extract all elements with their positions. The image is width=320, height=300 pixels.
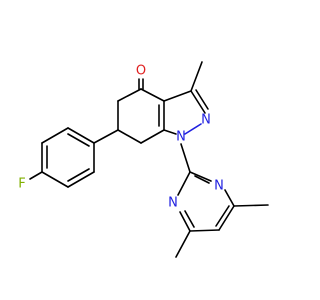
bond-c6-n1p-double (184, 210, 195, 228)
bond-n2-n1 (184, 123, 202, 135)
bond-n1-pyrimidine (180, 143, 191, 173)
bond-ar6-ar1 (67, 127, 95, 144)
bond-c2-n3-double (194, 175, 210, 184)
bond-pyrimidine-methyl-right (233, 204, 269, 207)
bond-c4-c5 (117, 88, 142, 102)
bond-c4-c5p-double (215, 205, 230, 227)
bond-c4-c4a (140, 88, 165, 102)
bond-pyrimidine-methyl-left (175, 230, 191, 258)
bond-c3-n2 (190, 90, 206, 114)
pyrazole-n2-atom: N (201, 113, 211, 128)
bond-n3-c4 (224, 189, 235, 207)
pyrazole-ring: N N (163, 89, 211, 145)
bond-c7-c7a (140, 129, 165, 144)
carbonyl-group: O (136, 64, 146, 90)
structure-canvas: O N N N N (18, 61, 269, 258)
bond-ar4-f (29, 171, 43, 180)
bond-c3-n2-double (195, 89, 209, 110)
bond-c6-c7 (117, 129, 142, 144)
bond-c2-n3 (189, 171, 212, 182)
bond-n1-c7a (163, 129, 177, 135)
bond-c4a-c3 (163, 90, 192, 102)
pyrimidine-ring: N N (168, 171, 235, 232)
bond-n1p-c2 (177, 171, 191, 196)
bond-c3-methyl (190, 61, 203, 92)
bond-c4-c5p (218, 205, 235, 231)
pyrimidine-n3-atom: N (214, 179, 224, 194)
bond-ar2-ar3-inner (67, 168, 90, 182)
molecule-drawing: O N N N N (18, 61, 269, 258)
bond-ar3-ar4 (41, 171, 69, 188)
bond-ar5-ar6 (41, 127, 69, 144)
bond-c5p-c6 (189, 229, 220, 232)
fluorophenyl-ring (41, 127, 95, 188)
fluoro-substituent: F (18, 171, 43, 192)
bond-c6-aryl (93, 129, 119, 144)
oxygen-atom: O (136, 64, 146, 79)
bond-c6-n1p (179, 211, 191, 232)
bond-ar6-ar1-inner (67, 133, 90, 147)
pyrazole-n1-atom: N (176, 130, 186, 145)
cyclohexenone-ring (117, 88, 165, 144)
fluorine-atom: F (18, 177, 25, 192)
bond-ar2-ar3 (67, 171, 95, 188)
pyrimidine-n1-atom: N (168, 196, 178, 211)
